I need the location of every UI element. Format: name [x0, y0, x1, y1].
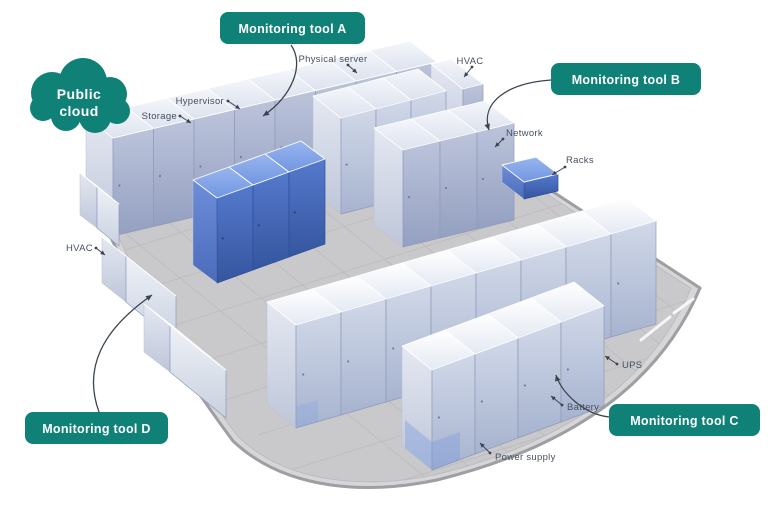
label-hvac-left: HVAC	[66, 243, 93, 254]
badge-a-pill	[220, 12, 365, 44]
badge-c-label: Monitoring tool C	[630, 414, 739, 428]
label-ups: UPS	[622, 360, 642, 371]
label-power-supply: Power supply	[495, 452, 556, 463]
badge-a-label: Monitoring tool A	[238, 22, 346, 36]
badge-monitoring-tool-a: Monitoring tool A	[220, 12, 365, 44]
public-cloud: Public cloud	[30, 58, 130, 133]
label-storage: Storage	[142, 111, 177, 122]
label-racks: Racks	[566, 155, 594, 166]
label-battery: Battery	[567, 402, 599, 413]
label-hvac-top: HVAC	[457, 56, 484, 67]
cloud-label-line2: cloud	[59, 103, 98, 119]
badge-b-label: Monitoring tool B	[572, 73, 681, 87]
label-physical-server: Physical server	[299, 54, 368, 65]
badge-c-pill	[609, 404, 760, 436]
badge-monitoring-tool-b: Monitoring tool B	[551, 63, 701, 95]
connector-lines	[92, 44, 619, 455]
badge-monitoring-tool-d: Monitoring tool D	[25, 412, 168, 444]
label-network: Network	[506, 128, 543, 139]
cloud-label-line1: Public	[57, 86, 101, 102]
badge-d-label: Monitoring tool D	[42, 422, 151, 436]
label-hypervisor: Hypervisor	[176, 96, 224, 107]
badge-d-pill	[25, 412, 168, 444]
badge-b-pill	[551, 63, 701, 95]
racks-floor-scene	[79, 40, 702, 489]
badge-monitoring-tool-c: Monitoring tool C	[609, 404, 760, 436]
equipment-labels: Storage Hypervisor Physical server HVAC …	[66, 54, 642, 463]
